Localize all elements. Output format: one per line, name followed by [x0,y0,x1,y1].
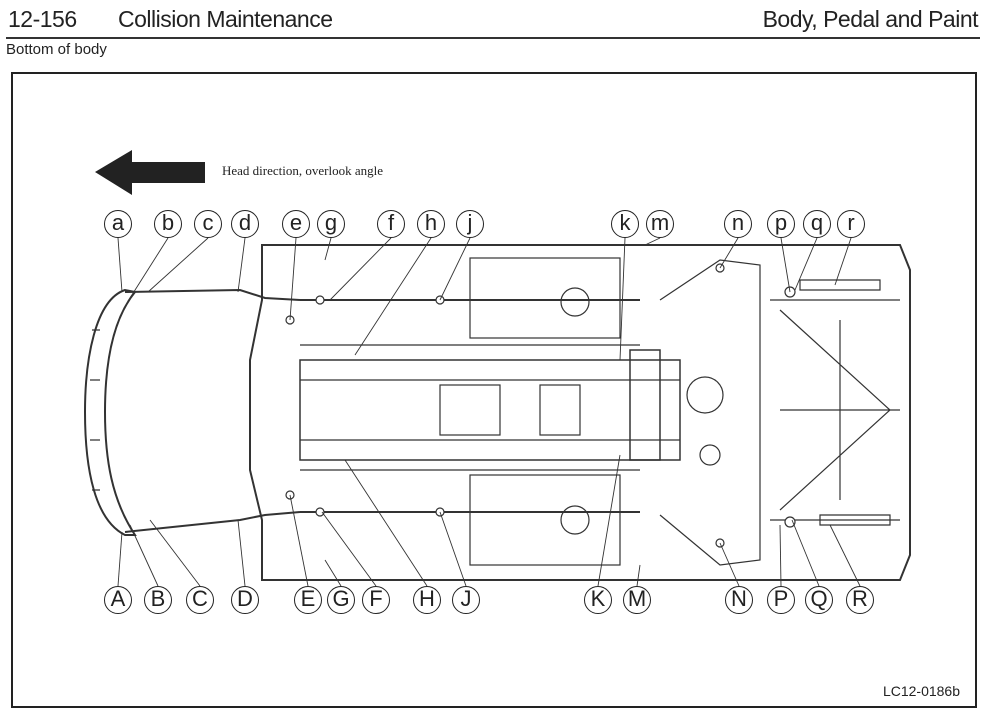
callout-D: D [231,586,259,614]
callout-J: J [452,586,480,614]
leader-line [636,564,641,587]
callout-P: P [767,586,795,614]
front-rail-upper [124,288,301,301]
front-bumper [83,288,137,536]
leader-line [597,454,621,587]
callout-p: p [767,210,795,238]
callout-m: m [646,210,674,238]
leader-line [794,237,818,291]
callout-M: M [623,586,651,614]
callout-a: a [104,210,132,238]
callout-c: c [194,210,222,238]
callout-d: d [231,210,259,238]
rear-crossmember [629,349,661,461]
front-rail-lower [124,511,301,533]
callout-E: E [294,586,322,614]
callout-e: e [282,210,310,238]
leader-line [791,519,820,587]
body-outline [249,244,911,581]
callout-g: g [317,210,345,238]
callout-h: h [417,210,445,238]
callout-H: H [413,586,441,614]
chapter-title: Body, Pedal and Paint [762,6,979,32]
leader-line [719,237,739,269]
callout-k: k [611,210,639,238]
callout-j: j [456,210,484,238]
leader-line [129,524,159,587]
direction-label: Head direction, overlook angle [222,163,383,178]
subtitle: Bottom of body [6,41,107,58]
leader-line [439,237,471,301]
leader-line [117,237,123,293]
callout-R: R [846,586,874,614]
callout-f: f [377,210,405,238]
leader-line [829,524,861,587]
leader-line [117,531,123,587]
page-number: 12-156 [8,6,77,32]
leader-line [719,542,740,587]
leader-line [780,237,791,293]
leader-line [289,237,297,321]
header-divider [6,37,980,39]
leader-line [834,237,852,286]
callout-r: r [837,210,865,238]
leader-line [237,237,246,293]
figure-id: LC12-0186b [882,683,960,699]
leader-line [439,511,467,587]
leader-line [329,237,392,301]
leader-line [644,237,661,246]
callout-K: K [584,586,612,614]
callout-C: C [186,586,214,614]
leader-line [344,459,428,587]
callout-Q: Q [805,586,833,614]
leader-line [147,237,209,293]
leader-line [321,511,377,587]
direction-arrow-icon [95,150,205,195]
leader-line [324,237,332,261]
callout-F: F [362,586,390,614]
leader-line [149,519,201,587]
callout-B: B [144,586,172,614]
leader-line [289,494,309,587]
callout-G: G [327,586,355,614]
callout-N: N [725,586,753,614]
callout-b: b [154,210,182,238]
callout-q: q [803,210,831,238]
leader-line [237,519,246,587]
figure-frame [11,72,977,708]
leader-line [324,559,342,587]
section-title: Collision Maintenance [118,6,333,32]
leader-line [354,237,432,356]
leader-line [129,237,169,299]
leader-line [619,237,626,361]
callout-A: A [104,586,132,614]
center-tunnel [299,359,681,461]
callout-n: n [724,210,752,238]
leader-line [779,524,782,587]
